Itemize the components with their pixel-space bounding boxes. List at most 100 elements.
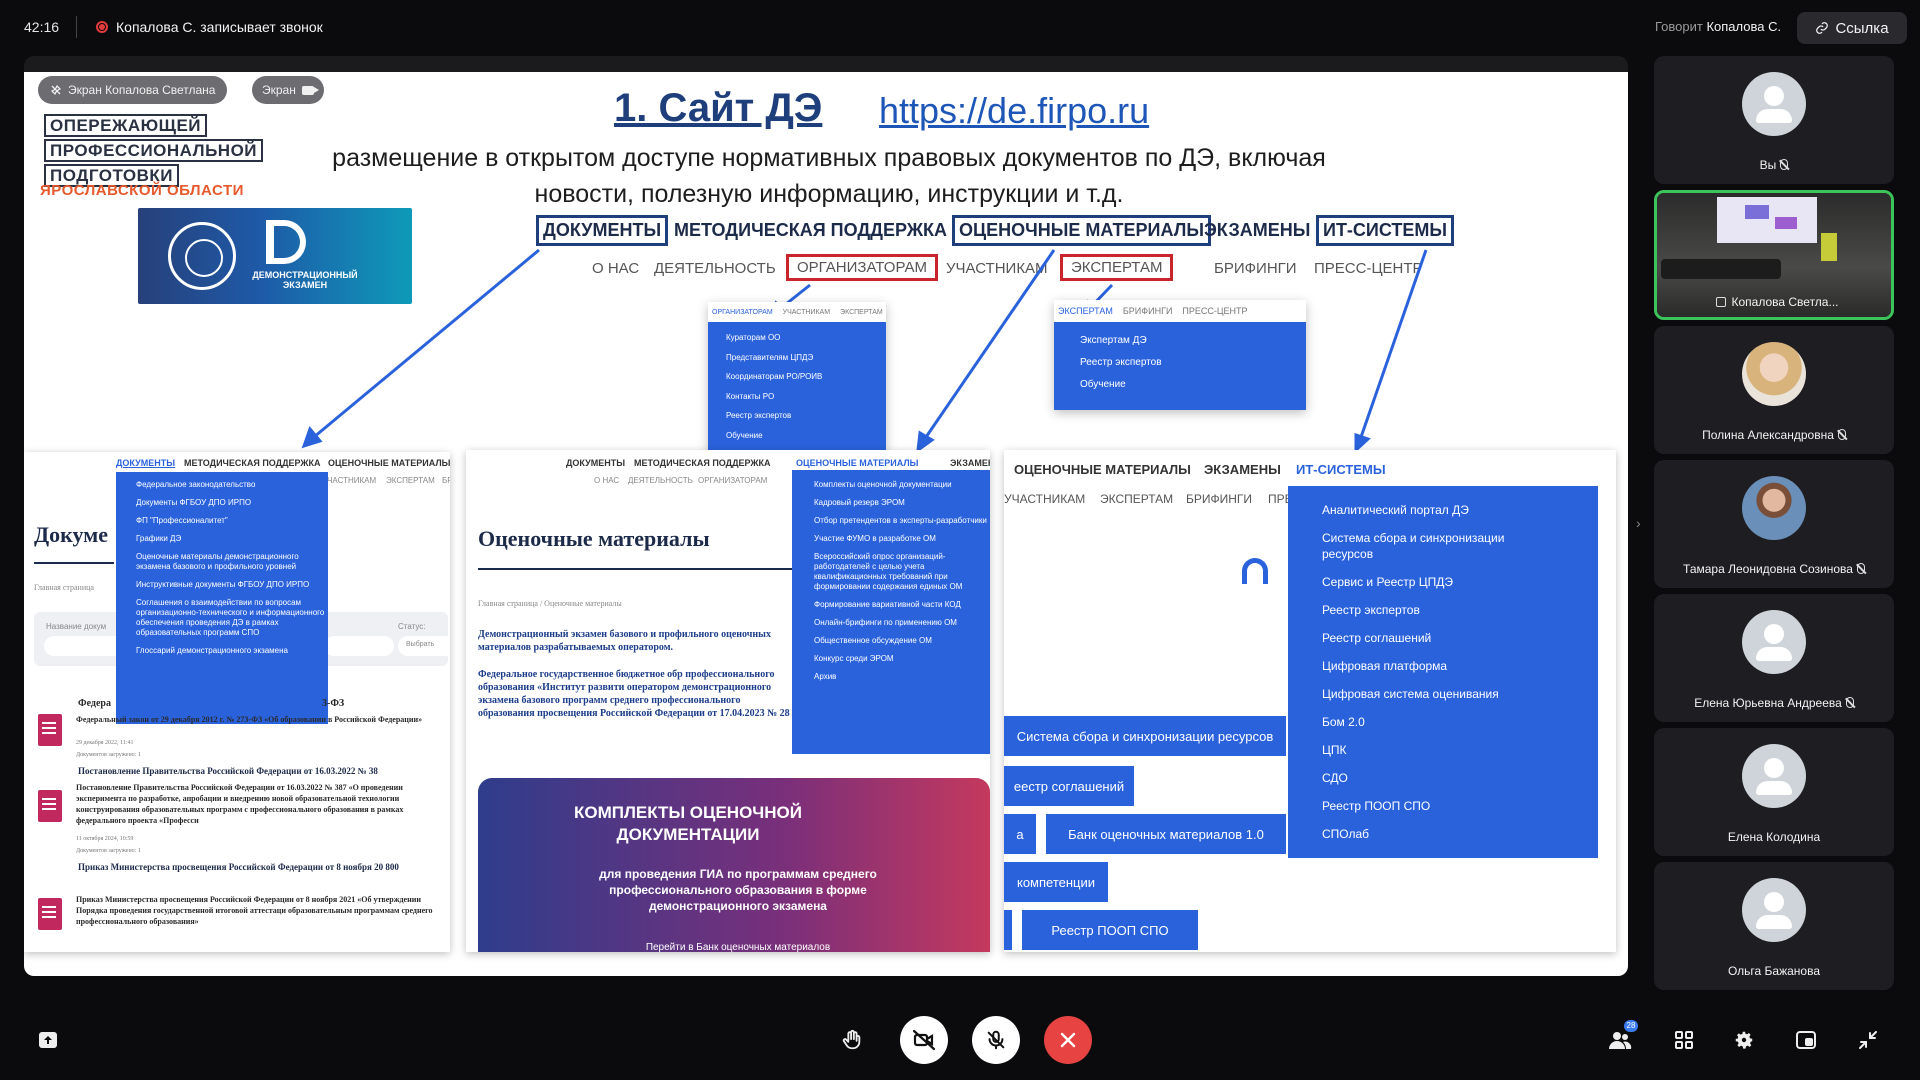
participant-tile[interactable]: Ольга Бажанова <box>1654 862 1894 990</box>
screen-share-badge[interactable]: Экран Копалова Светлана <box>38 76 228 104</box>
recording-text: Копалова С. записывает звонок <box>116 19 323 35</box>
mic-off-icon <box>1856 563 1865 574</box>
avatar <box>1742 72 1806 136</box>
doc-text: Приказ Министерства просвещения Российск… <box>76 895 433 926</box>
panel-nav-item: ОЦЕНОЧНЫЕ МАТЕРИАЛЫ <box>1014 462 1191 477</box>
avatar <box>1742 342 1806 406</box>
panel-sub-item: БРИФИНГИ <box>1186 492 1253 506</box>
screen-share-area[interactable]: ОПЕРЕЖАЮЩЕЙ ПРОФЕССИОНАЛЬНОЙ ПОДГОТОВКИ … <box>24 56 1628 976</box>
participant-tile[interactable]: Елена Колодина <box>1654 728 1894 856</box>
submenu-organizers: ОРГАНИЗАТОРАМ <box>786 254 938 281</box>
drop-item: Федеральное законодательство <box>136 480 256 489</box>
grid-icon <box>1675 1031 1693 1049</box>
banner-subtitle: для проведения ГИА по программам среднег… <box>599 867 877 913</box>
panel-nav-item: МЕТОДИЧЕСКАЯ ПОДДЕРЖКА <box>634 458 771 468</box>
site-button: а <box>1004 814 1036 854</box>
submenu-briefings: БРИФИНГИ <box>1214 260 1297 277</box>
logo-line: ПРОФЕССИОНАЛЬНОЙ <box>44 139 264 162</box>
paragraph: Федеральное государственное бюджетное об… <box>478 669 790 719</box>
drop-head-item: УЧАСТНИКАМ <box>782 308 831 316</box>
drop-item: Бом 2.0 <box>1322 715 1365 729</box>
drop-item: Координаторам РО/РОИВ <box>726 372 823 381</box>
drop-item: Архив <box>814 672 837 681</box>
participant-tile[interactable]: Полина Александровна <box>1654 326 1894 454</box>
drop-item: Сервис и Реестр ЦПДЭ <box>1322 575 1454 589</box>
close-icon <box>1060 1032 1076 1048</box>
drop-item: Соглашения о взаимодействии по вопросам … <box>136 598 325 637</box>
arrow-it-systems <box>1358 249 1428 441</box>
screen-pill[interactable]: Экран <box>252 76 324 104</box>
drop-head-item: ЭКСПЕРТАМ <box>1058 306 1113 316</box>
drop-item: Онлайн-брифинги по применению ОМ <box>814 618 957 627</box>
panel-sub-item: ЭКСПЕРТАМ <box>386 476 435 485</box>
org-logo: ОПЕРЕЖАЮЩЕЙ ПРОФЕССИОНАЛЬНОЙ ПОДГОТОВКИ <box>44 114 264 189</box>
mic-off-icon <box>1780 159 1789 170</box>
documents-screenshot: ДОКУМЕНТЫ МЕТОДИЧЕСКАЯ ПОДДЕРЖКА ОЦЕНОЧН… <box>24 452 450 952</box>
menu-it-systems: ИТ-СИСТЕМЫ <box>1316 215 1455 246</box>
raise-hand-button[interactable] <box>836 1024 868 1056</box>
drop-item: Общественное обсуждение ОМ <box>814 636 932 645</box>
status-value: Выбрать <box>406 641 435 648</box>
participant-tile[interactable]: Тамара Леонидовна Созинова <box>1654 460 1894 588</box>
submenu-experts: ЭКСПЕРТАМ <box>1060 254 1174 281</box>
assessment-screenshot: ДОКУМЕНТЫ МЕТОДИЧЕСКАЯ ПОДДЕРЖКА ОЦЕНОЧН… <box>466 450 990 952</box>
participant-name: Полина Александровна <box>1654 428 1894 442</box>
speaking-name: Копалова С. <box>1706 19 1782 34</box>
record-icon <box>96 21 108 33</box>
hand-icon <box>842 1029 861 1050</box>
drop-item: Отбор претендентов в эксперты-разработчи… <box>814 516 987 525</box>
assessment-banner: КОМПЛЕКТЫ ОЦЕНОЧНОЙ ДОКУМЕНТАЦИИ для про… <box>478 778 990 952</box>
picture-in-picture-button[interactable] <box>1790 1024 1822 1056</box>
arrow-head <box>916 430 935 454</box>
participant-name: Ольга Бажанова <box>1727 964 1821 978</box>
avatar <box>1742 610 1806 674</box>
end-call-button[interactable] <box>1044 1016 1092 1064</box>
camera-toggle-button[interactable] <box>900 1016 948 1064</box>
settings-button[interactable] <box>1728 1024 1760 1056</box>
drop-item: Кураторам ОО <box>726 333 781 342</box>
drop-item: Обучение <box>726 430 763 440</box>
chevron-right-icon[interactable]: › <box>1636 515 1641 531</box>
site-button: компетенции <box>1004 862 1108 902</box>
panel-nav-item: ОЦЕНОЧНЫЕ МАТЕРИАЛЫ <box>796 458 919 468</box>
logo-arch-icon <box>1242 558 1268 584</box>
unpin-icon <box>50 84 62 96</box>
participant-tile[interactable]: Вы <box>1654 56 1894 184</box>
panel-heading: Оценочные материалы <box>478 526 710 551</box>
it-systems-screenshot: ОЦЕНОЧНЫЕ МАТЕРИАЛЫ ЭКЗАМЕНЫ ИТ-СИСТЕМЫ … <box>1004 450 1616 952</box>
banner-title: КОМПЛЕКТЫ ОЦЕНОЧНОЙ ДОКУМЕНТАЦИИ <box>574 803 802 844</box>
de-logo: ДЕМОНСТРАЦИОННЫЙ ЭКЗАМЕН <box>138 208 412 304</box>
drop-head-item: ПРЕСС-ЦЕНТР <box>1182 306 1248 316</box>
submenu-press: ПРЕСС-ЦЕНТР <box>1314 260 1423 277</box>
date-input <box>324 636 394 656</box>
submenu-about: О НАС <box>592 260 640 277</box>
participants-button[interactable] <box>1604 1024 1636 1056</box>
layout-grid-button[interactable] <box>1668 1024 1700 1056</box>
exit-fullscreen-button[interactable] <box>1852 1024 1884 1056</box>
copy-link-button[interactable]: Ссылка <box>1797 12 1907 44</box>
banner-link: Перейти в Банк оценочных материалов <box>645 942 831 952</box>
mic-toggle-button[interactable] <box>972 1016 1020 1064</box>
screen-label: Экран <box>262 83 296 97</box>
participant-tile-active[interactable]: Копалова Светла... <box>1654 190 1894 320</box>
panel-nav-item: ЭКЗАМЕНЫ <box>1204 462 1281 477</box>
call-timer: 42:16 <box>24 19 60 35</box>
menu-assessment: ОЦЕНОЧНЫЕ МАТЕРИАЛЫ <box>952 215 1211 246</box>
drop-head-item: ОРГАНИЗАТОРАМ <box>712 308 773 316</box>
heading-underline <box>34 562 114 564</box>
panel-sub-item: БР <box>442 476 450 485</box>
panel-sub-item: УЧАСТНИКАМ <box>1004 492 1086 506</box>
participants-count-badge: 28 <box>1624 1020 1638 1032</box>
participant-tile[interactable]: Елена Юрьевна Андреева <box>1654 594 1894 722</box>
screen-shape <box>1745 205 1769 219</box>
de-mark-icon <box>266 220 306 264</box>
drop-item: Реестр экспертов <box>1080 357 1162 368</box>
drop-item: Документы ФГБОУ ДПО ИРПО <box>136 498 252 507</box>
drop-item: Реестр соглашений <box>1322 631 1432 645</box>
share-screen-button[interactable] <box>32 1024 64 1056</box>
submenu-participants: УЧАСТНИКАМ <box>946 260 1048 277</box>
drop-head-item: ЭКСПЕРТАМ <box>840 308 883 316</box>
panel-nav-item: ДОКУМЕНТЫ <box>566 458 626 468</box>
recording-indicator: Копалова С. записывает звонок <box>96 19 323 35</box>
drop-item: Участие ФУМО в разработке ОМ <box>814 534 936 543</box>
